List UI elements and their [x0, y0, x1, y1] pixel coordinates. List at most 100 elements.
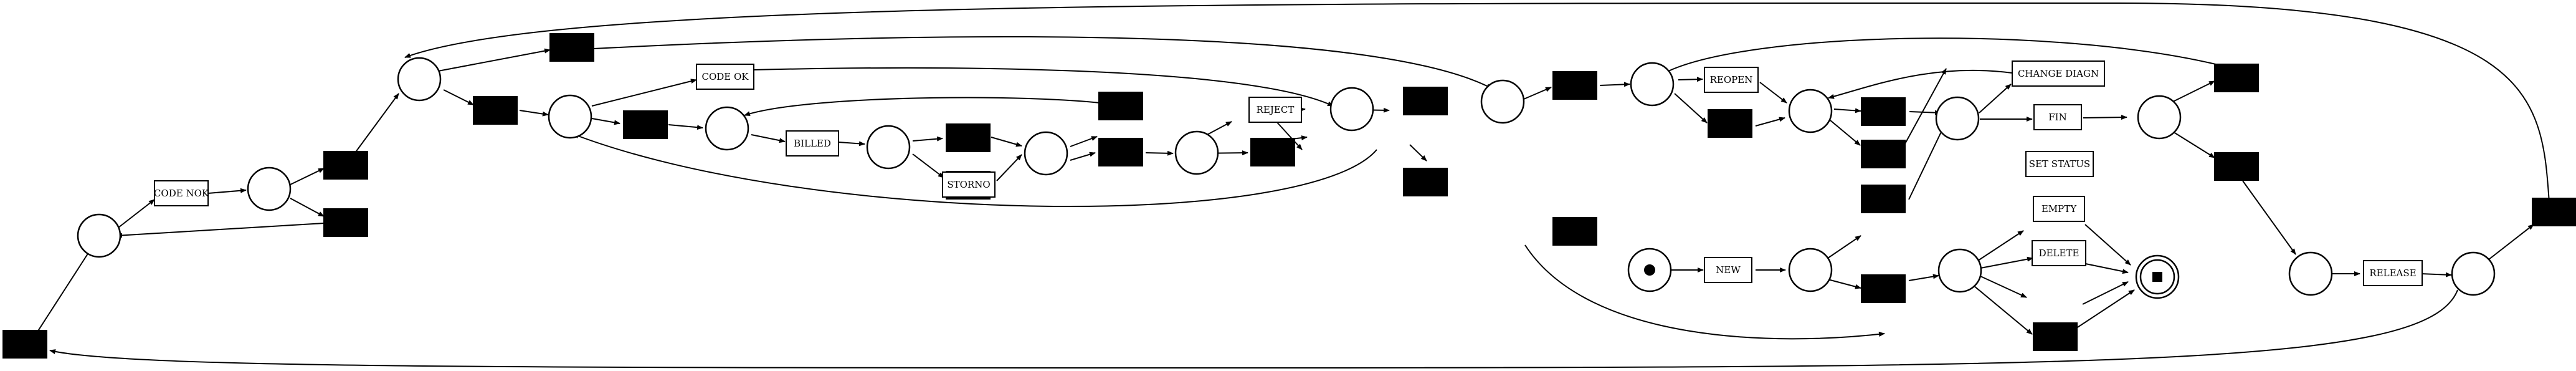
transition-label: NEW — [1716, 264, 1741, 276]
transition-billed: BILLED — [786, 130, 839, 157]
arc — [1663, 37, 2222, 74]
place — [1174, 130, 1219, 175]
arc — [1830, 120, 1861, 146]
silent-transitions — [2, 33, 2576, 359]
arc — [744, 97, 1122, 116]
place — [1788, 89, 1833, 133]
arc — [34, 244, 94, 337]
arc — [118, 199, 155, 228]
transition-empty: EMPTY — [2033, 196, 2085, 222]
place — [1630, 62, 1675, 107]
arc — [593, 36, 1493, 89]
transition-label: FIN — [2048, 112, 2066, 123]
place — [247, 166, 292, 211]
arc — [49, 289, 2458, 369]
silent-transition — [549, 33, 594, 62]
arc — [207, 188, 247, 194]
silent-transition — [1861, 185, 1906, 213]
arc — [1833, 108, 1861, 113]
place — [1937, 248, 1982, 293]
arc — [753, 67, 1334, 107]
silent-transition — [1861, 274, 1906, 303]
arc — [1070, 152, 1096, 161]
arc — [1908, 122, 1946, 200]
arc — [2242, 180, 2296, 255]
transition-label: CHANGE DIAGN — [2018, 68, 2099, 79]
arc — [1070, 136, 1098, 147]
silent-transition — [1861, 97, 1906, 126]
silent-transition — [1708, 109, 1752, 138]
place — [1329, 87, 1374, 132]
arc — [1980, 276, 2027, 298]
arc — [1979, 84, 2012, 113]
arc — [2082, 263, 2129, 274]
arc — [2420, 272, 2452, 277]
transition-new: NEW — [1704, 257, 1752, 283]
place — [866, 125, 911, 170]
transition-change-diagn: CHANGE DIAGN — [2012, 60, 2105, 87]
arc — [1275, 120, 1303, 150]
transition-label: SET STATUS — [2029, 158, 2090, 170]
transition-label: REOPEN — [1710, 74, 1753, 85]
arc — [751, 134, 786, 143]
place — [1480, 79, 1525, 124]
place — [1788, 248, 1833, 292]
transition-label: CODE OK — [701, 71, 749, 82]
place — [2451, 251, 2496, 296]
transition-label: REJECT — [1257, 104, 1295, 115]
arc — [1409, 144, 1427, 161]
arc — [668, 124, 703, 130]
place — [2137, 95, 2182, 140]
transition-set-status: SET STATUS — [2025, 151, 2094, 177]
silent-transition — [473, 96, 518, 125]
transition-label: EMPTY — [2041, 203, 2077, 214]
silent-transition — [1098, 138, 1143, 166]
arc — [519, 110, 549, 117]
transition-delete: DELETE — [2032, 240, 2086, 266]
arc — [354, 93, 399, 153]
silent-transition — [2214, 64, 2259, 92]
arc — [404, 2, 2550, 203]
arc — [290, 198, 325, 217]
place — [1024, 131, 1068, 176]
silent-transition — [1250, 138, 1295, 166]
arc — [2170, 80, 2215, 104]
arc — [1755, 117, 1785, 127]
silent-transition — [2, 330, 47, 359]
transition-reopen: REOPEN — [1704, 67, 1759, 93]
arc — [1980, 256, 2033, 269]
silent-transition — [1403, 168, 1448, 196]
arc — [912, 153, 944, 178]
arc — [1678, 77, 1703, 82]
place — [77, 213, 121, 258]
silent-transition — [1861, 140, 1906, 168]
arc — [1899, 68, 1947, 153]
silent-transition — [2532, 198, 2576, 226]
arc — [1909, 110, 1941, 115]
transition-code-nok: CODE NOK — [154, 180, 209, 206]
silent-transition — [323, 151, 368, 180]
places — [77, 57, 2496, 299]
arc — [838, 141, 865, 147]
arc — [1759, 82, 1787, 104]
arc — [912, 136, 943, 142]
silent-transition — [1403, 87, 1448, 115]
arc — [1674, 93, 1708, 123]
arc — [443, 89, 474, 105]
transition-code-ok: CODE OK — [696, 64, 754, 90]
arc — [996, 154, 1022, 181]
arc — [1908, 274, 1939, 281]
transition-label: CODE NOK — [154, 188, 209, 199]
place — [2288, 251, 2333, 296]
transition-reject: REJECT — [1248, 97, 1302, 123]
arc — [591, 118, 620, 125]
place — [397, 57, 442, 102]
arc — [991, 137, 1022, 147]
arc — [1828, 69, 2013, 99]
transition-label: RELEASE — [2369, 267, 2416, 279]
silent-transition — [2033, 322, 2078, 351]
token-icon — [1644, 264, 1655, 276]
arc — [2082, 281, 2129, 305]
silent-transition — [1098, 92, 1143, 120]
